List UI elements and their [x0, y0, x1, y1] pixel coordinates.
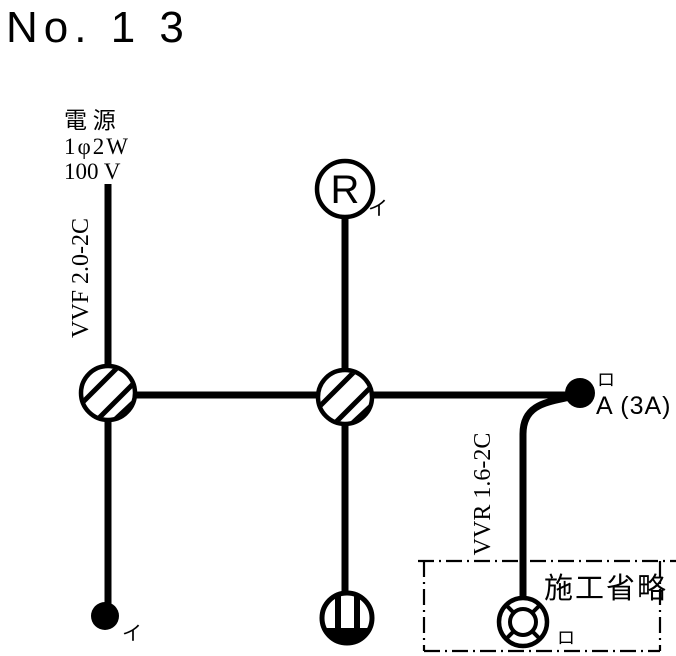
power-source-voltage: 100 V — [64, 159, 121, 184]
wire-vvr-to-outdoor-light — [519, 393, 571, 599]
auto-switch-circuit-label: ロ — [597, 370, 615, 390]
switch-i-icon — [91, 602, 119, 630]
ceiling-rosette-icon — [319, 590, 375, 646]
page-title: No. 1 3 — [6, 3, 190, 52]
auto-switch-icon — [565, 378, 595, 408]
joint-box-center-icon — [315, 367, 375, 427]
power-source-phase: 1φ2W — [64, 134, 130, 159]
power-source-label: 電 源 1φ2W 100 V — [64, 108, 130, 184]
omission-area-label: 施工省略 — [544, 572, 668, 605]
joint-box-left-icon — [78, 363, 138, 423]
auto-switch-rating-label: A (3A) — [596, 392, 671, 420]
lamp-receptacle-letter: R — [331, 168, 360, 212]
cable-label-vvf: VVF 2.0-2C — [68, 218, 94, 338]
omission-area-box — [418, 559, 676, 653]
lamp-circuit-label: イ — [368, 198, 388, 220]
outdoor-light-icon — [496, 595, 550, 649]
lamp-receptacle-icon: R — [314, 158, 376, 220]
power-source-name: 電 源 — [64, 108, 116, 133]
cable-label-vvr: VVR 1.6-2C — [470, 433, 496, 556]
switch-i-circuit-label: イ — [122, 623, 142, 645]
outdoor-light-circuit-label: ロ — [557, 628, 575, 648]
